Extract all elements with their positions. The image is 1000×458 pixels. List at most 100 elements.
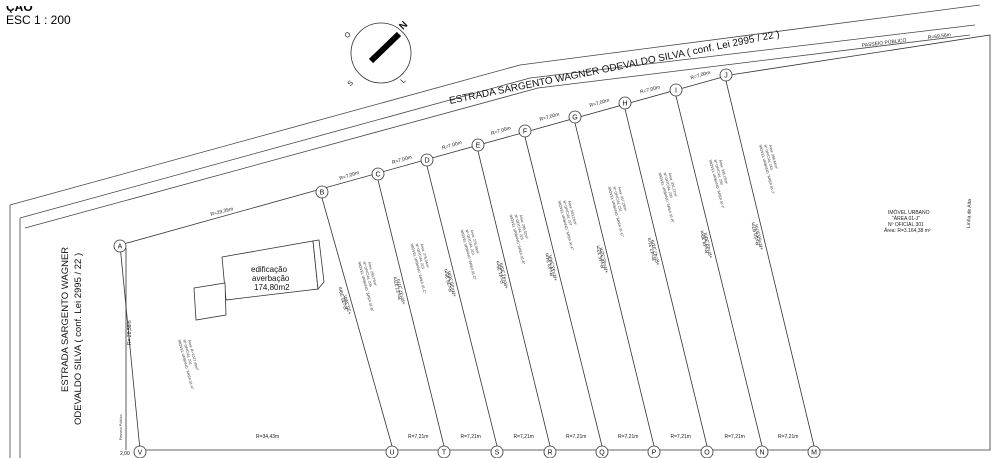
right-area-l3: Nº OFICIAL 301 [888,222,924,228]
drawing-header: ÇÃO ESC 1 : 200 [6,6,71,27]
small-left-label: Passeio Público [119,414,123,440]
top-point-marker [568,110,582,124]
divider-radius-label: R=50,97m [750,222,761,246]
bottom-point-marker [755,445,769,458]
divider-radius-label: +R=39,36m [447,271,459,298]
right-area-l2: "ÁREA 01-J" [892,215,920,222]
lot-divider-line [477,150,551,447]
lot-divider-line [574,122,655,447]
lot-label-line: Nº OFICIAL 219 [465,229,476,255]
top-point-label: B [320,190,325,197]
bottom-point-label: T [442,450,447,457]
bottom-segment-label: R=7,21m [778,434,798,440]
lot-label-line: Nº OFICIAL 213 [415,243,426,269]
bottom-point-label: V [138,450,143,457]
bottom-segment-label: R=7,21m [408,434,428,440]
divider-radius-label: +R=43,34m [548,255,560,282]
bottom-segment-label: R=7,21m [566,434,586,440]
top-point-label: A [118,244,123,251]
lot-label-line: Área: 275,36m² [470,229,480,255]
lot-label-line: Área: 356,84m² [768,144,778,170]
scale-label: ESC 1 : 200 [6,13,71,27]
top-point-label: G [572,115,577,122]
bottom-point-label: Q [599,450,605,457]
right-area-l4: Área: R=3.164,38 m² [884,227,931,234]
lot-label-line: Área: 331,21m² [668,172,678,198]
road-top-curb-line [24,34,971,229]
top-point-marker [669,83,683,97]
title-fragment: ÇÃO [6,6,33,13]
compass-rose-icon: N S O L [344,19,412,88]
building-label-1: edificação [251,265,288,274]
road-top-name: ESTRADA SARGENTO WAGNER ODEVALDO SILVA (… [448,29,780,107]
lot-label-line: Nº OFICIAL 201 [182,339,193,365]
top-point-marker [719,68,733,82]
road-top-inner-line [19,24,976,219]
bottom-segment-label: R=7,21m [725,434,745,440]
compass-s: S [347,79,355,87]
divider-radius-label: +R=41,35m [499,262,511,289]
lot-label-line: Nº OFICIAL 205 [362,261,373,287]
road-left-name-2: ODEVALDO SILVA ( conf. Lei 2995 / 22 ) [73,253,84,425]
top-segment-label: R=7,00m [589,98,610,109]
lot-label-line: Área: 345,15m² [718,159,728,185]
bottom-point-label: P [652,450,657,457]
road-left-name-1: ESTRADA SARGENTO WAGNER [60,247,71,392]
top-point-marker [471,138,485,152]
top-point-label: F [523,129,527,136]
lot-label-line: Nº OFICIAL 231 [612,186,623,212]
bottom-segment-label: R=7,21m [671,434,691,440]
top-point-label: I [675,88,677,95]
bottom-segment-label: R=7,21m [514,434,534,440]
lot-label-line: Área: 303,24m² [567,200,577,226]
bottom-point-label: U [389,450,394,457]
bottom-point-marker [647,445,661,458]
top-point-label: D [424,158,429,165]
top-segment-label: R=7,00m [441,140,462,152]
compass-o: O [344,31,353,40]
road-top-radius: R=69,56m [928,32,952,41]
road-top-outer-line [9,4,981,206]
segment-labels: R=29,35mR=7,00mR=7,00mR=7,00mR=7,00mR=7,… [210,70,798,440]
bottom-point-marker [437,445,451,458]
bottom-point-marker [700,445,714,458]
building-label-3: 174,80m2 [254,283,290,292]
divider-radius-label: R=41,35m [495,260,506,284]
top-segment-label: R=7,00m [640,85,661,96]
bottom-point-marker [133,445,147,458]
lot-label-line: Nº OFICIAL 227 [562,200,573,226]
bottom-point-marker [385,445,399,458]
property-boundary [119,34,991,451]
building-label-2: averbação [252,274,290,283]
divider-radius-label: R=49,30m [699,230,710,254]
lot-divider-line [321,197,393,447]
divider-radius-label: +R=47,31m [650,239,662,266]
top-segment-label: R=7,00m [339,170,360,182]
lot-divider-line [524,136,603,447]
left-side-dimension: R= 28,58m [127,320,133,345]
divider-radius-label: R=37,37m [392,276,403,300]
bottom-point-marker [543,445,557,458]
bottom-point-marker [490,445,504,458]
divider-radius-label: +R=49,30m [703,232,715,259]
top-segment-label: R=7,00m [490,125,511,137]
right-area-l1: IMÓVEL URBANO [888,209,930,216]
bottom-point-marker [595,445,609,458]
bottom-point-label: R [547,450,552,457]
top-point-label: H [622,101,627,108]
top-point-marker [315,185,329,199]
lot-label-line: Área: 317,28m² [617,186,627,212]
lot-label-line: Área: 289,32m² [519,214,529,240]
top-point-marker [371,167,385,181]
compass-n: N [397,19,410,32]
top-point-label: C [375,172,380,179]
lot-label-line: Área: 259,75m² [367,261,377,287]
divider-radius-label: +R=37,37m [396,278,408,305]
lot-label-line: Área: 275,34m² [420,243,430,269]
top-segment-label: R=7,00m [690,70,711,82]
corner-bottom-left: 2,00 [120,451,130,457]
top-segment-label: R=29,35m [210,206,234,218]
